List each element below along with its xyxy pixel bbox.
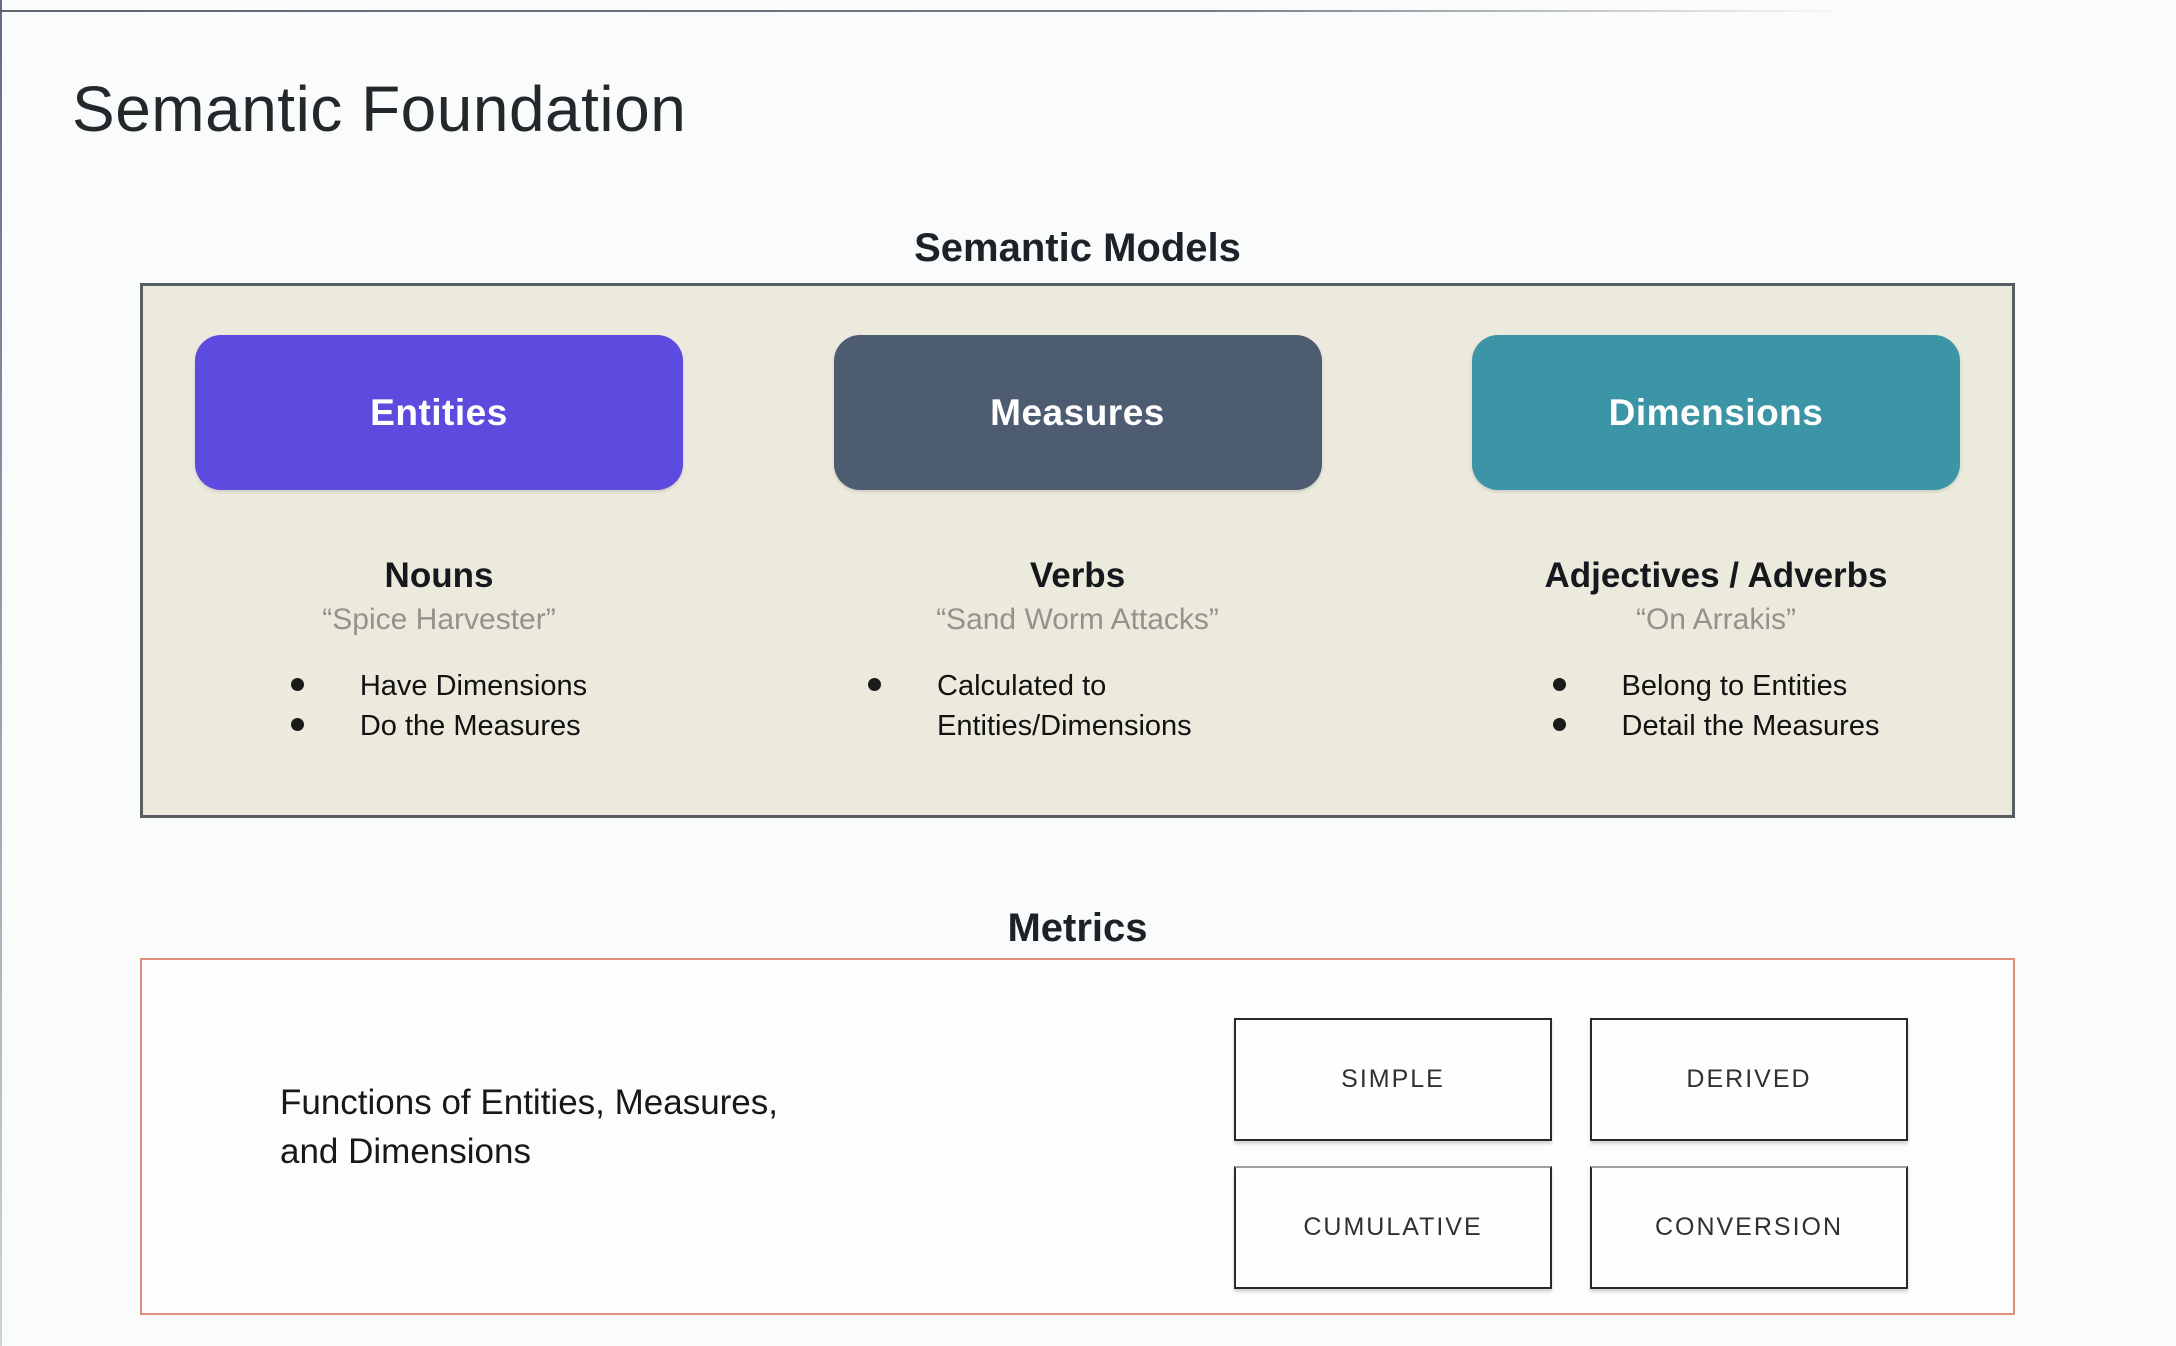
entities-column: Entities Nouns “Spice Harvester” Have Di… <box>193 286 685 815</box>
dimensions-pill: Dimensions <box>1472 335 1960 490</box>
list-item: Have Dimensions <box>290 666 588 706</box>
metrics-description-line1: Functions of Entities, Measures, <box>280 1083 778 1122</box>
list-item: Do the Measures <box>290 706 587 746</box>
window-frame-left-line <box>0 0 2 1346</box>
dimensions-column: Dimensions Adjectives / Adverbs “On Arra… <box>1470 286 1962 815</box>
list-item: Detail the Measures <box>1552 706 1880 746</box>
metric-type-simple: SIMPLE <box>1234 1018 1552 1141</box>
bullet-dot-icon <box>1552 718 1566 732</box>
entities-example-quote: “Spice Harvester” <box>322 603 556 636</box>
list-item: Calculated to Entities/Dimensions <box>868 666 1287 746</box>
metric-type-conversion: CONVERSION <box>1590 1166 1908 1289</box>
bullet-text: Detail the Measures <box>1621 710 1880 743</box>
entities-pill: Entities <box>195 335 683 490</box>
entities-role-label: Nouns <box>384 556 494 595</box>
semantic-models-box: Entities Nouns “Spice Harvester” Have Di… <box>140 283 2015 818</box>
measures-bullet-list: Calculated to Entities/Dimensions <box>868 666 1287 746</box>
metrics-description-line2: and Dimensions <box>280 1132 531 1171</box>
metrics-description: Functions of Entities, Measures, and Dim… <box>280 1078 778 1176</box>
measures-example-quote: “Sand Worm Attacks” <box>936 603 1219 636</box>
measures-pill: Measures <box>833 335 1322 490</box>
measures-role-label: Verbs <box>1029 556 1126 595</box>
bullet-text: Calculated to Entities/Dimensions <box>937 670 1192 743</box>
bullet-text: Belong to Entities <box>1621 670 1848 702</box>
bullet-text: Do the Measures <box>359 710 581 743</box>
window-frame-top-line <box>0 10 2176 12</box>
entities-bullet-list: Have Dimensions Do the Measures <box>290 666 588 746</box>
metric-type-cumulative: CUMULATIVE <box>1234 1166 1552 1289</box>
measures-column: Measures Verbs “Sand Worm Attacks” Calcu… <box>832 286 1324 815</box>
dimensions-role-label: Adjectives / Adverbs <box>1544 556 1888 595</box>
dimensions-example-quote: “On Arrakis” <box>1635 603 1797 636</box>
bullet-dot-icon <box>1552 678 1566 691</box>
page-title: Semantic Foundation <box>72 73 687 145</box>
metric-type-grid: SIMPLE DERIVED CUMULATIVE CONVERSION <box>1234 1018 1908 1289</box>
bullet-dot-icon <box>290 718 304 732</box>
metrics-box: Functions of Entities, Measures, and Dim… <box>140 958 2015 1315</box>
dimensions-bullet-list: Belong to Entities Detail the Measures <box>1552 666 1880 746</box>
metric-type-derived: DERIVED <box>1590 1018 1908 1141</box>
metrics-heading: Metrics <box>1007 906 1148 950</box>
list-item: Belong to Entities <box>1552 666 1880 706</box>
bullet-text: Have Dimensions <box>359 670 588 702</box>
semantic-models-heading: Semantic Models <box>914 226 1241 270</box>
bullet-dot-icon <box>868 678 881 691</box>
bullet-dot-icon <box>290 678 304 691</box>
